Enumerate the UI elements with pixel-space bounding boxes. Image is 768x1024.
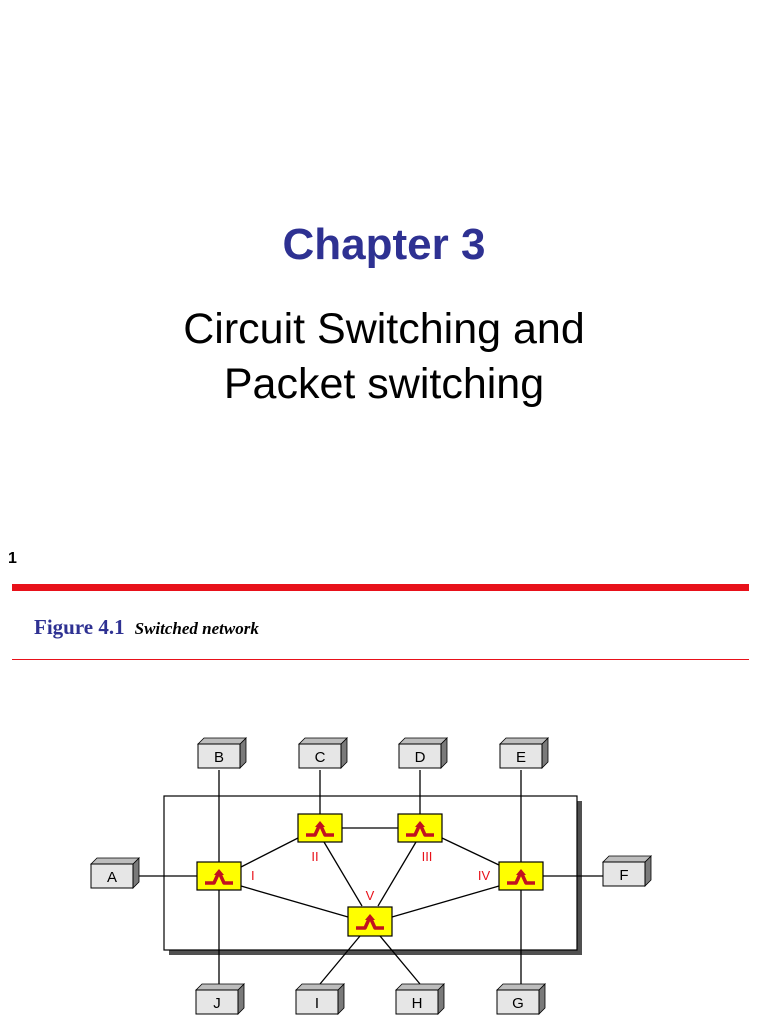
station-label-J: J: [213, 995, 221, 1012]
station-I: I: [295, 983, 345, 1015]
station-label-H: H: [412, 995, 423, 1012]
switch-label-II: II: [311, 849, 318, 864]
station-B: B: [197, 737, 247, 769]
station-label-B: B: [214, 749, 224, 766]
slide-divider: [12, 584, 749, 591]
switch-II: [297, 813, 343, 843]
station-label-A: A: [107, 869, 117, 886]
switch-label-III: III: [422, 849, 433, 864]
switch-label-I: I: [251, 868, 255, 883]
station-label-F: F: [619, 867, 628, 884]
subtitle-line-1: Circuit Switching and: [183, 305, 585, 353]
station-J: J: [195, 983, 245, 1015]
switch-I: [196, 861, 242, 891]
station-F: F: [602, 855, 652, 887]
slide-subtitle: Circuit Switching and Packet switching: [0, 302, 768, 412]
switch-label-V: V: [366, 888, 375, 903]
station-A: A: [90, 857, 140, 889]
switch-IV: [498, 861, 544, 891]
station-E: E: [499, 737, 549, 769]
station-label-C: C: [315, 749, 326, 766]
network-links: [139, 770, 603, 985]
station-D: D: [398, 737, 448, 769]
station-H: H: [395, 983, 445, 1015]
figure-name: Switched network: [134, 619, 259, 638]
station-label-G: G: [512, 995, 524, 1012]
page-number: 1: [8, 550, 17, 567]
subtitle-line-2: Packet switching: [223, 360, 545, 408]
switch-label-IV: IV: [478, 868, 491, 883]
switch-III: [397, 813, 443, 843]
slide-title: Chapter 3: [282, 220, 486, 269]
station-label-I: I: [315, 995, 319, 1012]
station-label-D: D: [415, 749, 426, 766]
station-G: G: [496, 983, 546, 1015]
station-label-E: E: [516, 749, 526, 766]
switched-network-diagram: B C D E A F J I: [90, 737, 652, 1015]
switch-V: [347, 906, 393, 937]
figure-caption: Figure 4.1 Switched network: [34, 615, 259, 640]
station-C: C: [298, 737, 348, 769]
figure-number: Figure 4.1: [34, 615, 125, 639]
figure-rule: [12, 659, 749, 660]
